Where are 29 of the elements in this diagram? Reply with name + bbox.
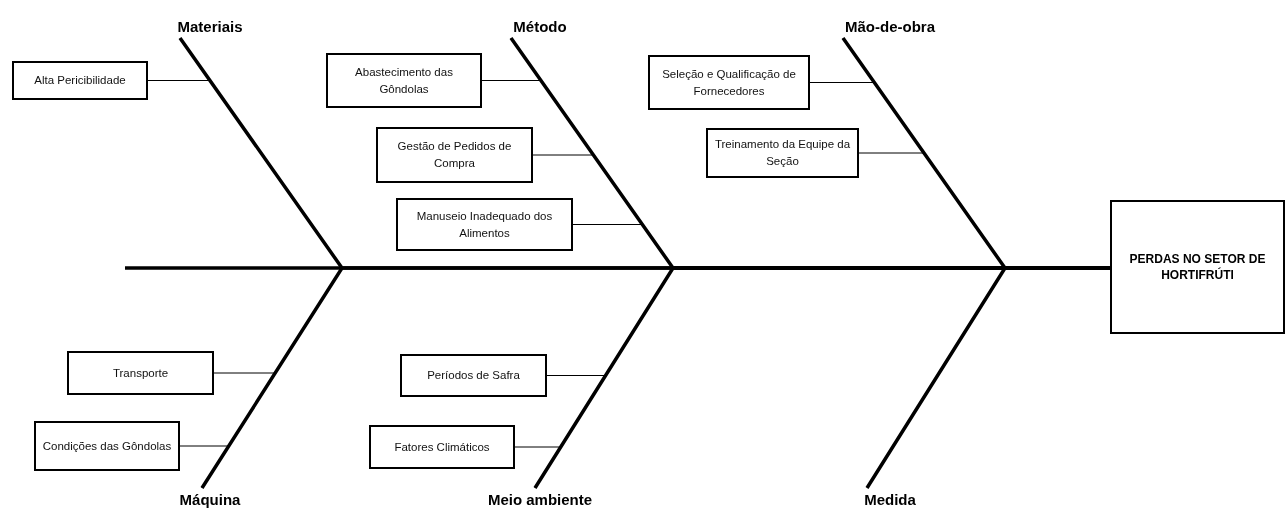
fishbone-branch [865, 266, 1110, 489]
category-label: Materiais [160, 16, 260, 36]
cause-text: Transporte [112, 365, 169, 381]
effect-box [1110, 200, 1285, 334]
category-label: Método [490, 16, 590, 36]
cause-text: Alta Pericibilidade [34, 73, 126, 89]
cause-text: Condições das Gôndolas [42, 438, 172, 454]
cause-text: Períodos de Safra [427, 368, 520, 384]
cause-box [369, 425, 515, 469]
effect-text: PERDAS NO SETOR DE HORTIFRÚTI [1128, 250, 1267, 284]
cause-text: Treinamento da Equipe da Seção [714, 137, 851, 169]
cause-box [400, 354, 547, 397]
cause-text: Abastecimento das Gôndolas [354, 64, 454, 97]
cause-box [648, 55, 810, 110]
category-label: Meio ambiente [475, 490, 605, 509]
cause-box [34, 421, 180, 471]
cause-text: Seleção e Qualificação de Fornecedores [661, 66, 797, 99]
category-label: Medida [840, 490, 940, 509]
category-label: Mão-de-obra [835, 16, 945, 36]
cause-box [706, 128, 859, 178]
cause-box [396, 198, 573, 251]
cause-text: Gestão de Pedidos de Compra [396, 139, 513, 171]
cause-box [67, 351, 214, 395]
cause-box [376, 127, 533, 183]
cause-text: Manuseio Inadequado dos Alimentos [415, 208, 554, 241]
cause-box [12, 61, 148, 100]
cause-box [326, 53, 482, 108]
cause-text: Fatores Climáticos [394, 439, 490, 455]
category-label: Máquina [160, 490, 260, 509]
